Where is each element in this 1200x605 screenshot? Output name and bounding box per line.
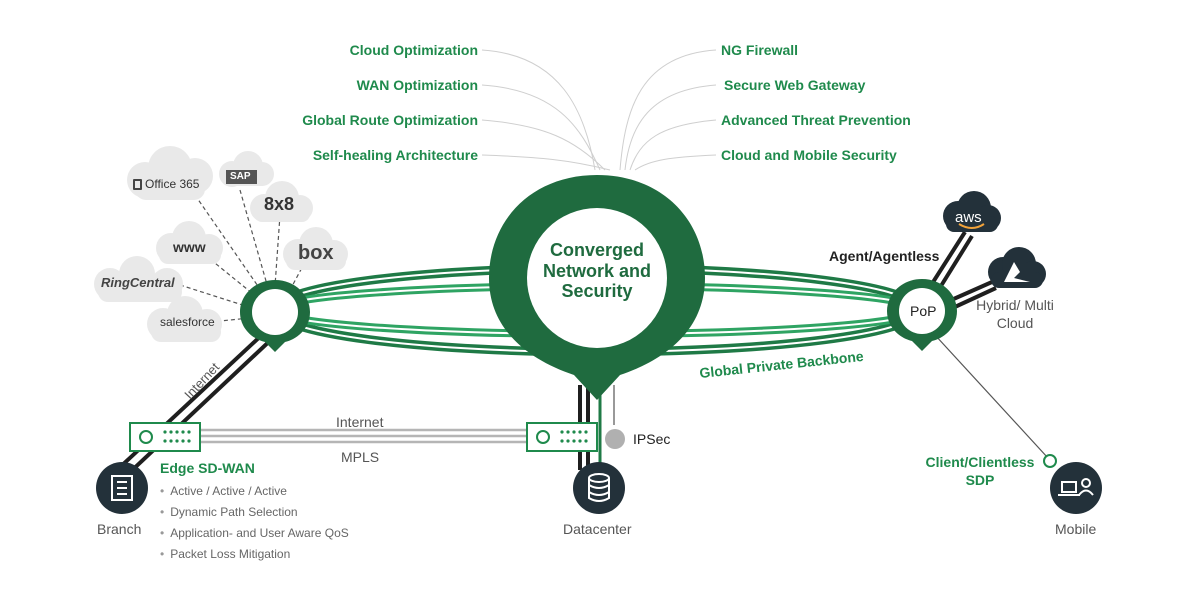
database-icon — [588, 473, 610, 502]
aws-smile-icon — [958, 223, 985, 229]
hub-title: Converged Network and Security — [542, 240, 652, 302]
edge-bullet-4: •Packet Loss Mitigation — [160, 547, 291, 561]
left-feature-3: Global Route Optimization — [302, 112, 478, 128]
sap-logo: SAP — [226, 170, 257, 184]
left-node-pin — [240, 280, 310, 352]
aws-label: aws — [955, 209, 982, 226]
branch-edge-device — [129, 422, 201, 452]
pop-pin — [887, 279, 957, 351]
right-feature-3: Advanced Threat Prevention — [721, 112, 911, 128]
branch-label: Branch — [97, 521, 142, 537]
hybrid-label: Hybrid/ Multi Cloud — [976, 297, 1054, 332]
client-label: Client/Clientless SDP — [925, 454, 1035, 489]
aws-cloud-icon — [943, 191, 1001, 232]
box-cloud — [283, 227, 348, 270]
internet-link-label: Internet — [336, 414, 384, 430]
box-label: box — [298, 242, 334, 264]
eightx8-cloud — [250, 181, 313, 222]
branch-node — [96, 462, 148, 514]
edge-bullet-3: •Application- and User Aware QoS — [160, 526, 349, 540]
bullet-dot: • — [160, 505, 165, 519]
office365-label: Office 365 — [133, 178, 199, 190]
mobile-label: Mobile — [1055, 521, 1097, 537]
right-feature-2: Secure Web Gateway — [724, 77, 866, 93]
pop-mobile-link — [934, 334, 1049, 459]
datacenter-node — [573, 462, 625, 514]
www-label: www — [173, 239, 206, 255]
salesforce-label: salesforce — [160, 315, 215, 329]
hub-pin — [489, 175, 705, 400]
edge-title: Edge SD-WAN — [160, 460, 255, 476]
right-feature-4: Cloud and Mobile Security — [721, 147, 897, 163]
left-feature-2: WAN Optimization — [356, 77, 478, 93]
sdp-connector-dot — [1043, 454, 1057, 468]
cloud-shapes — [94, 146, 348, 342]
bullet-dot: • — [160, 526, 165, 540]
ringcentral-cloud — [94, 256, 183, 302]
edge-bullet-2: •Dynamic Path Selection — [160, 505, 298, 519]
salesforce-cloud — [147, 296, 222, 342]
agent-label: Agent/Agentless — [829, 248, 940, 264]
left-feature-1: Cloud Optimization — [349, 42, 478, 58]
site-links — [200, 428, 527, 444]
bullet-dot: • — [160, 547, 165, 561]
laptop-user-icon — [1058, 478, 1094, 496]
building-icon — [111, 475, 133, 501]
pop-label: PoP — [910, 303, 937, 319]
ipsec-label: IPSec — [633, 431, 671, 447]
internet-link-branch — [115, 330, 277, 476]
eightx8-label: 8x8 — [264, 194, 295, 214]
bullet-dot: • — [160, 484, 165, 498]
feature-connectors — [481, 49, 717, 171]
azure-logo-icon — [1004, 262, 1030, 282]
edge-bullet-1: •Active / Active / Active — [160, 484, 287, 498]
right-feature-1: NG Firewall — [721, 42, 799, 58]
internet-diagonal-label: Internet — [181, 359, 222, 402]
left-feature-4: Self-healing Architecture — [312, 147, 478, 163]
www-cloud — [156, 221, 223, 264]
office-icon — [133, 179, 142, 190]
office365-cloud — [127, 146, 213, 200]
datacenter-edge-device — [526, 422, 598, 452]
mpls-link-label: MPLS — [341, 449, 380, 465]
ipsec-dot — [605, 429, 625, 449]
ringcentral-label: RingCentral — [101, 275, 175, 290]
mobile-node — [1050, 462, 1102, 514]
datacenter-label: Datacenter — [563, 521, 632, 537]
